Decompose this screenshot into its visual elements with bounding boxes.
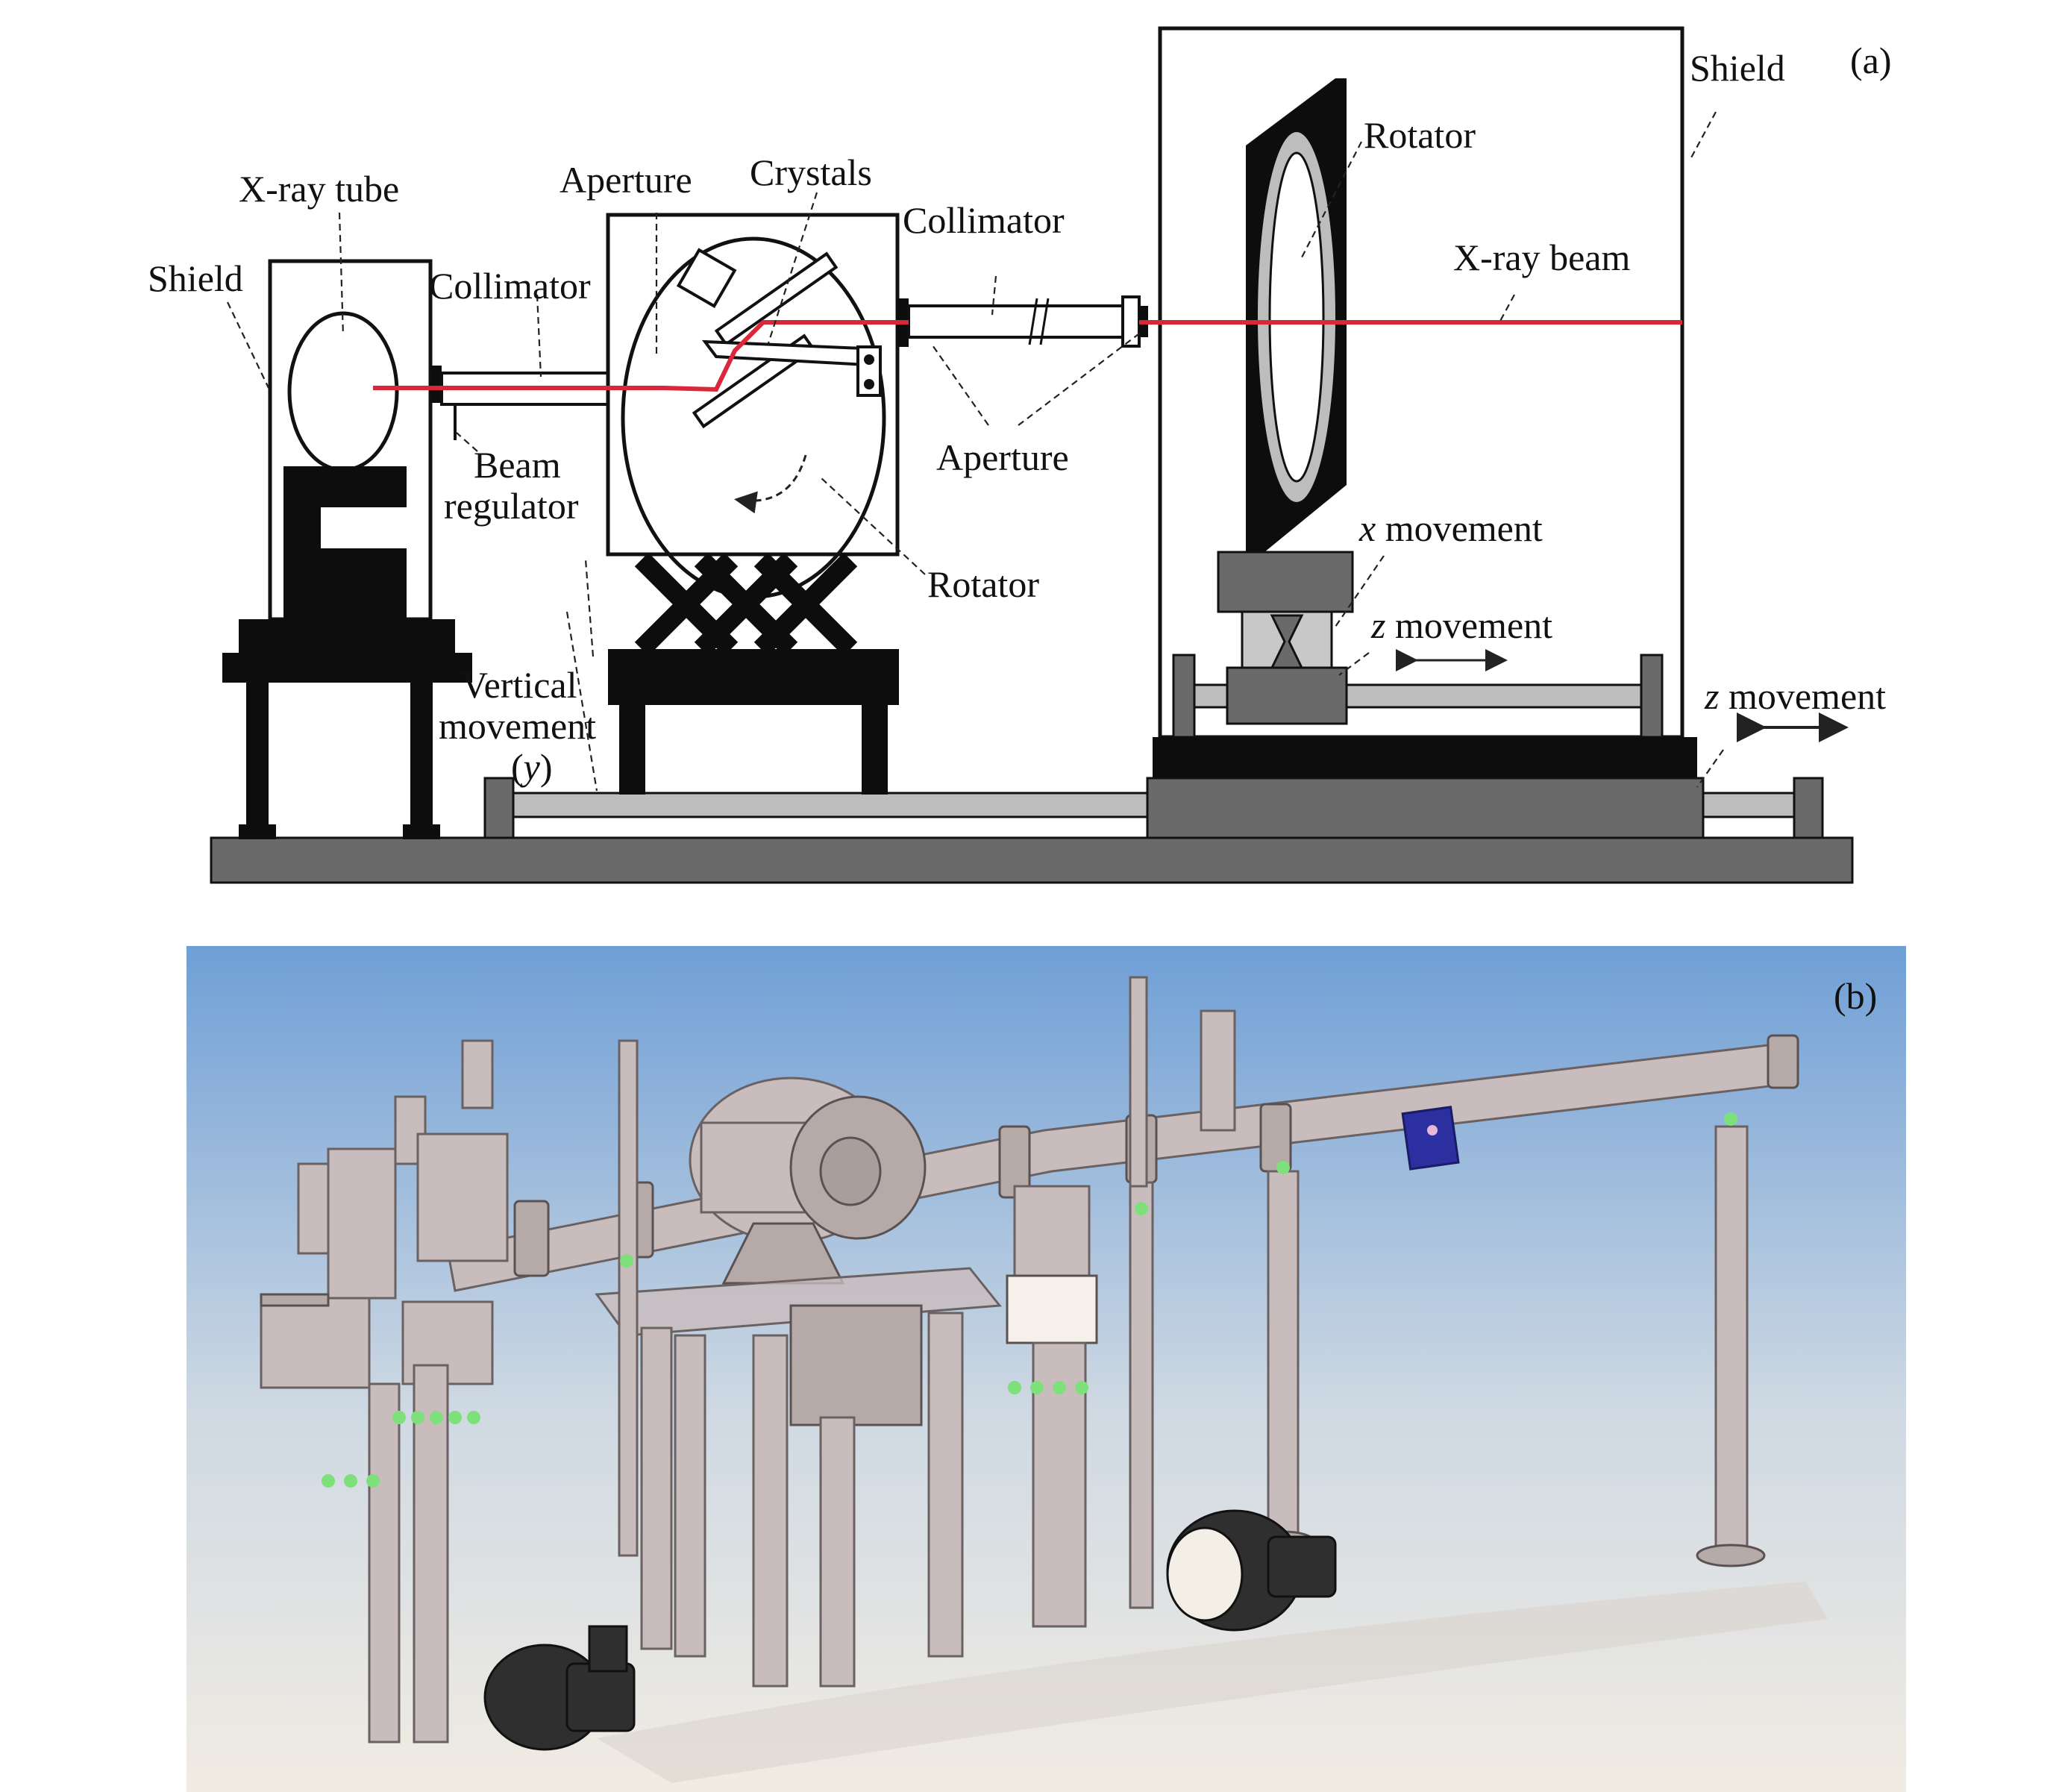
label-vertical: Vertical (461, 664, 577, 706)
label-aperture-mid: Aperture (560, 159, 692, 201)
shield-base-top (1153, 737, 1697, 778)
label-xray-beam: X-ray beam (1453, 236, 1630, 278)
table-foot-left-1 (239, 824, 276, 839)
leader-lines (227, 111, 1849, 792)
render-support-posts (1252, 1125, 1766, 1567)
render-detector-stand (618, 976, 1236, 1628)
base-bench (210, 836, 1854, 884)
label-x-movement: x movement (1358, 507, 1543, 549)
label-collimator-right: Collimator (903, 199, 1065, 241)
xray-beam-path (373, 320, 1682, 392)
label-beam: Beam (474, 444, 561, 486)
x-stage (1217, 551, 1354, 613)
label-shield-right: Shield (1690, 47, 1785, 89)
clamp-markers (322, 1112, 1737, 1488)
panel-a-schematic: (a) Shield X-ray tube Collimator Apertur… (148, 26, 1892, 884)
right-collimator (897, 295, 1148, 348)
label-panel-b: (b) (1834, 975, 1877, 1017)
blue-module (1401, 1106, 1460, 1171)
table-top-mid (608, 649, 899, 705)
label-shield-left: Shield (148, 257, 243, 299)
rotator-ring-inner (1268, 151, 1325, 483)
label-z-movement-inner: z movement (1370, 604, 1552, 646)
render-source-stack (260, 1039, 509, 1744)
rotator-arc-arrow (734, 454, 807, 514)
z-carriage (1226, 666, 1348, 725)
table-leg-left-1 (246, 683, 269, 832)
table-foot-left-2 (403, 824, 440, 839)
panel-b-render: (b) (187, 946, 1906, 1792)
table-apron-left (222, 653, 472, 683)
table-leg-left-2 (410, 683, 433, 832)
render-chamber (689, 1077, 927, 1285)
xray-tube (287, 311, 399, 472)
rail-stop-left (483, 777, 515, 839)
shield-base-slide (1146, 777, 1705, 839)
panel-a-labels: (a) Shield X-ray tube Collimator Apertur… (148, 40, 1892, 788)
render-pumps (483, 1509, 1337, 1751)
render-table (595, 1267, 1002, 1688)
crystal-chamber (606, 213, 900, 795)
beamline-pipe (446, 1034, 1799, 1292)
table-leg-mid-1 (619, 705, 645, 795)
label-crystals: Crystals (750, 151, 872, 193)
label-vertical-movement: movement (439, 705, 596, 747)
crystal-upper (714, 251, 839, 347)
tube-stand (283, 466, 407, 619)
label-rotator-mid: Rotator (927, 563, 1039, 605)
scissor-lift (634, 552, 858, 657)
label-collimator-left: Collimator (429, 265, 591, 307)
label-rotator-top: Rotator (1364, 114, 1476, 156)
xray-tube-assembly (222, 259, 472, 839)
label-xray-tube: X-ray tube (239, 168, 399, 210)
rail-stop-right (1793, 777, 1824, 839)
floor-shadow (597, 1582, 1828, 1783)
table-leg-mid-2 (862, 705, 888, 795)
label-panel-a: (a) (1850, 40, 1892, 81)
label-z-movement-outer: z movement (1704, 675, 1886, 717)
table-top-left (239, 619, 455, 653)
label-regulator: regulator (444, 485, 579, 527)
crystal-block (676, 248, 737, 308)
right-shield-assembly (1146, 26, 1705, 839)
label-aperture-bottom: Aperture (936, 436, 1069, 478)
label-y-axis: (y) (511, 746, 553, 788)
